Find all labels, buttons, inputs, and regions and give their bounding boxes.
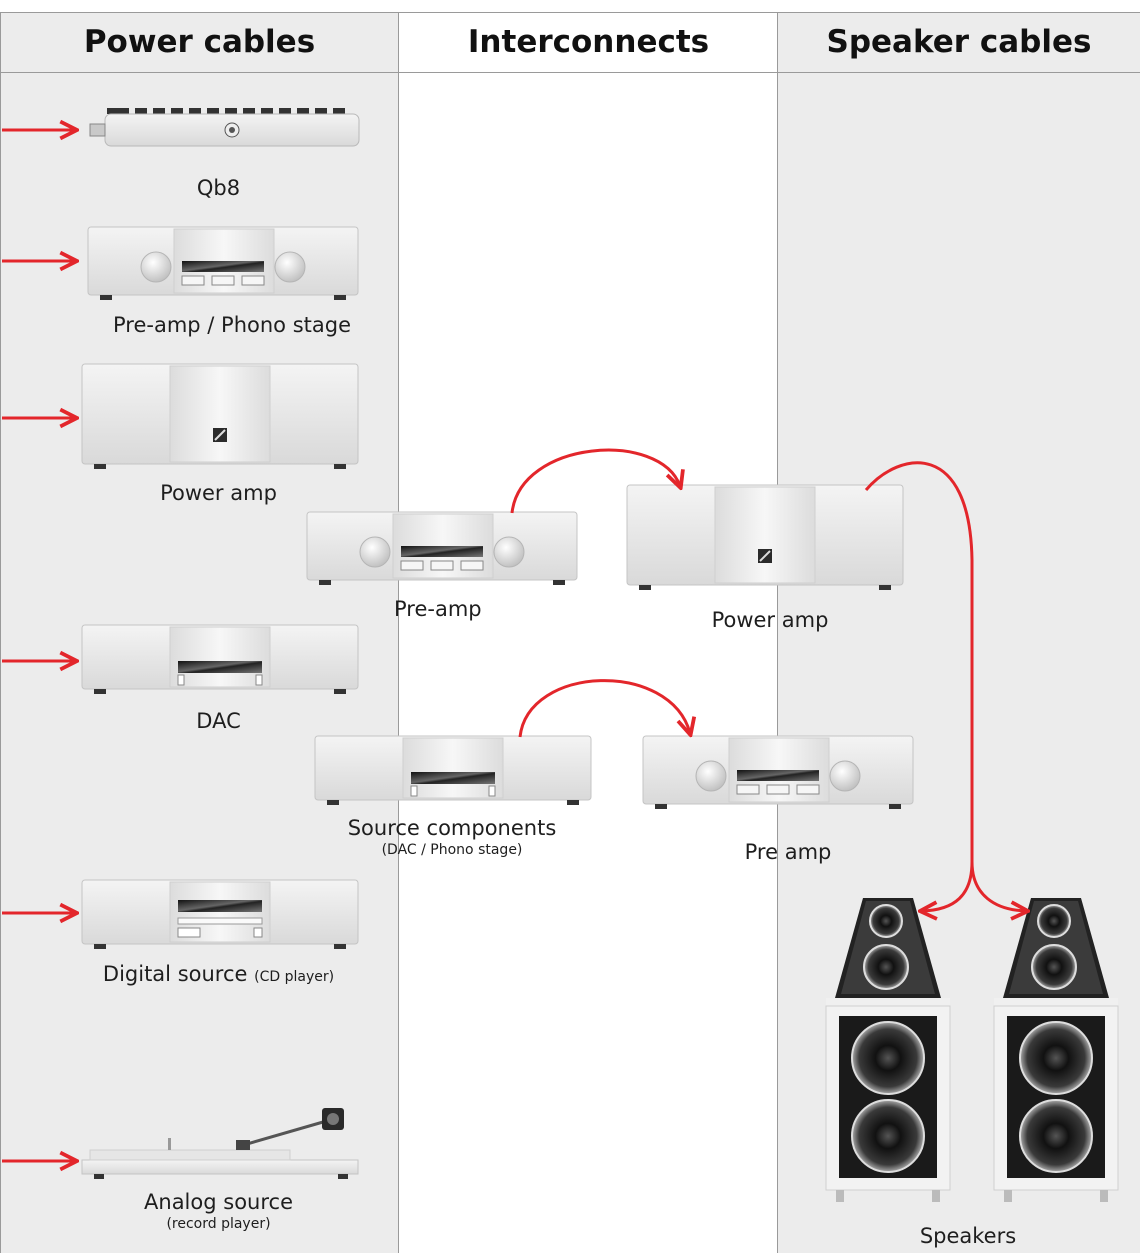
top-border [0, 12, 1140, 13]
digital-source-sub: (CD player) [254, 969, 335, 985]
label-power-amp-left: Power amp [160, 481, 277, 505]
interconnect-arc-source-to-preamp [518, 679, 690, 737]
speaker-right [993, 898, 1119, 1202]
label-qb8: Qb8 [196, 176, 241, 200]
label-speakers: Speakers [919, 1224, 1017, 1248]
label-analog-source: Analog source [144, 1190, 293, 1214]
pre-amp-mid2-device [642, 735, 914, 810]
digital-source-text: Digital source [102, 962, 248, 986]
label-source-components: Source components [347, 816, 557, 840]
speaker-cable-main [864, 461, 974, 862]
label-power-amp-mid: Power amp [711, 608, 829, 632]
qb8-power-distributor [89, 108, 360, 147]
speaker-cable-left [922, 861, 974, 911]
speaker-left [825, 898, 951, 1202]
label-preamp-phono: Pre-amp / Phono stage [113, 313, 351, 337]
label-source-components-sub: (DAC / Phono stage) [381, 842, 523, 858]
interconnects-column [399, 12, 778, 1253]
header-divider [0, 72, 1140, 73]
source-components-device [314, 735, 592, 806]
power-amp-mid-device [626, 484, 904, 591]
cd-player-device [81, 879, 359, 949]
label-digital-source: Digital source (CD player) [0, 962, 437, 986]
label-pre-amp-mid2: Pre amp [744, 840, 832, 864]
power-amp-left-device [81, 363, 359, 470]
dac-device [81, 624, 359, 695]
label-preamp-mid: Pre-amp [394, 597, 482, 621]
header-power-cables: Power cables [83, 24, 316, 60]
turntable-device [81, 1108, 359, 1179]
speaker-cable-right [970, 861, 1026, 911]
header-speaker-cables: Speaker cables [826, 24, 1092, 60]
label-dac: DAC [196, 709, 241, 733]
interconnect-arc-preamp-to-poweramp [510, 448, 680, 514]
header-interconnects: Interconnects [467, 24, 710, 60]
preamp-phono-device [87, 226, 359, 301]
preamp-mid-device [306, 511, 578, 586]
label-analog-source-sub: (record player) [166, 1216, 271, 1232]
